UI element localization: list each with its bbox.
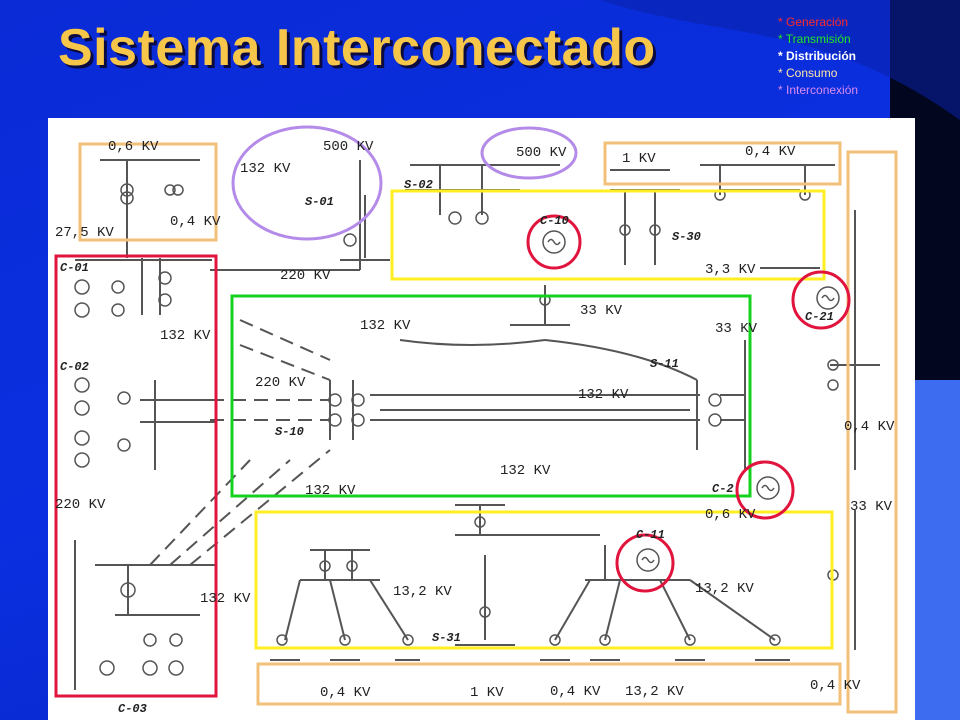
- consumption-box-top-left: [78, 142, 218, 242]
- voltage-label: 220 KV: [55, 497, 106, 513]
- generator-circle-c21: [791, 270, 851, 330]
- transmission-box: [230, 294, 752, 498]
- interconnection-ellipse-right: [480, 126, 578, 180]
- distribution-box-bottom: [254, 510, 834, 650]
- station-label: C-01: [60, 261, 89, 275]
- voltage-label: 132 KV: [305, 483, 356, 499]
- station-label: C-21: [805, 310, 834, 324]
- voltage-label: 33 KV: [850, 499, 893, 515]
- voltage-label: 132 KV: [200, 591, 251, 607]
- station-label: C-02: [60, 360, 89, 374]
- voltage-label: 3,3 KV: [705, 262, 756, 278]
- voltage-label: 0,6 KV: [108, 139, 159, 155]
- voltage-label: 0,4 KV: [550, 684, 601, 700]
- page-title: Sistema Interconectado: [58, 19, 656, 77]
- voltage-label: 0,4 KV: [320, 685, 371, 701]
- decorative-swoosh: [600, 0, 960, 120]
- station-label: S-10: [275, 425, 304, 439]
- generator-circle-c2: [735, 460, 795, 520]
- distribution-box-top: [390, 189, 826, 281]
- voltage-label: 132 KV: [160, 328, 211, 344]
- station-label: S-30: [672, 230, 701, 244]
- station-label: C-11: [636, 528, 665, 542]
- voltage-label: 33 KV: [580, 303, 623, 319]
- voltage-label: 0,4 KV: [170, 214, 221, 230]
- generation-box-left: [54, 254, 218, 698]
- generator-circle-c11: [615, 533, 675, 593]
- voltage-label: 13,2 KV: [695, 581, 754, 597]
- consumption-box-bottom: [256, 662, 842, 706]
- voltage-label: 500 KV: [323, 139, 374, 155]
- voltage-label: 132 KV: [360, 318, 411, 334]
- station-label: S-31: [432, 631, 461, 645]
- voltage-label: 13,2 KV: [625, 684, 684, 700]
- station-label: C-03: [118, 702, 147, 716]
- voltage-label: 0,4 KV: [844, 419, 895, 435]
- voltage-label: 0,4 KV: [810, 678, 861, 694]
- voltage-label: 220 KV: [255, 375, 306, 391]
- voltage-label: 500 KV: [516, 145, 567, 161]
- voltage-label: 33 KV: [715, 321, 758, 337]
- voltage-label: 13,2 KV: [393, 584, 452, 600]
- legend: * Generación * Transmisión * Distribució…: [778, 14, 858, 99]
- equipment-symbols: [74, 183, 839, 676]
- station-label: S-11: [650, 357, 679, 371]
- right-panel-decoration: [915, 380, 960, 720]
- interconnection-ellipse-left: [231, 125, 383, 241]
- generator-symbols: [542, 230, 840, 572]
- legend-item-distribucion: * Distribución: [778, 49, 857, 63]
- station-label: C-10: [540, 214, 569, 228]
- voltage-label: 1 KV: [470, 685, 504, 701]
- voltage-label: 1 KV: [622, 151, 656, 167]
- legend-item-transmision: * Transmisión: [778, 32, 851, 46]
- station-label: S-01: [305, 195, 334, 209]
- consumption-box-top-right: [603, 141, 842, 186]
- legend-item-consumo: * Consumo: [778, 66, 838, 80]
- voltage-label: 0,4 KV: [745, 144, 796, 160]
- voltage-label: 132 KV: [240, 161, 291, 177]
- generator-circle-c10: [526, 214, 582, 270]
- voltage-label: 132 KV: [500, 463, 551, 479]
- station-label: S-02: [404, 178, 433, 192]
- legend-item-generacion: * Generación: [778, 15, 849, 29]
- voltage-label: 220 KV: [280, 268, 331, 284]
- voltage-label: 132 KV: [578, 387, 629, 403]
- voltage-label: 27,5 KV: [55, 225, 114, 241]
- voltage-label: 0,6 KV: [705, 507, 756, 523]
- station-label: C-2: [712, 482, 734, 496]
- consumption-box-right: [846, 150, 898, 714]
- legend-item-interconexion: * Interconexión: [778, 83, 859, 97]
